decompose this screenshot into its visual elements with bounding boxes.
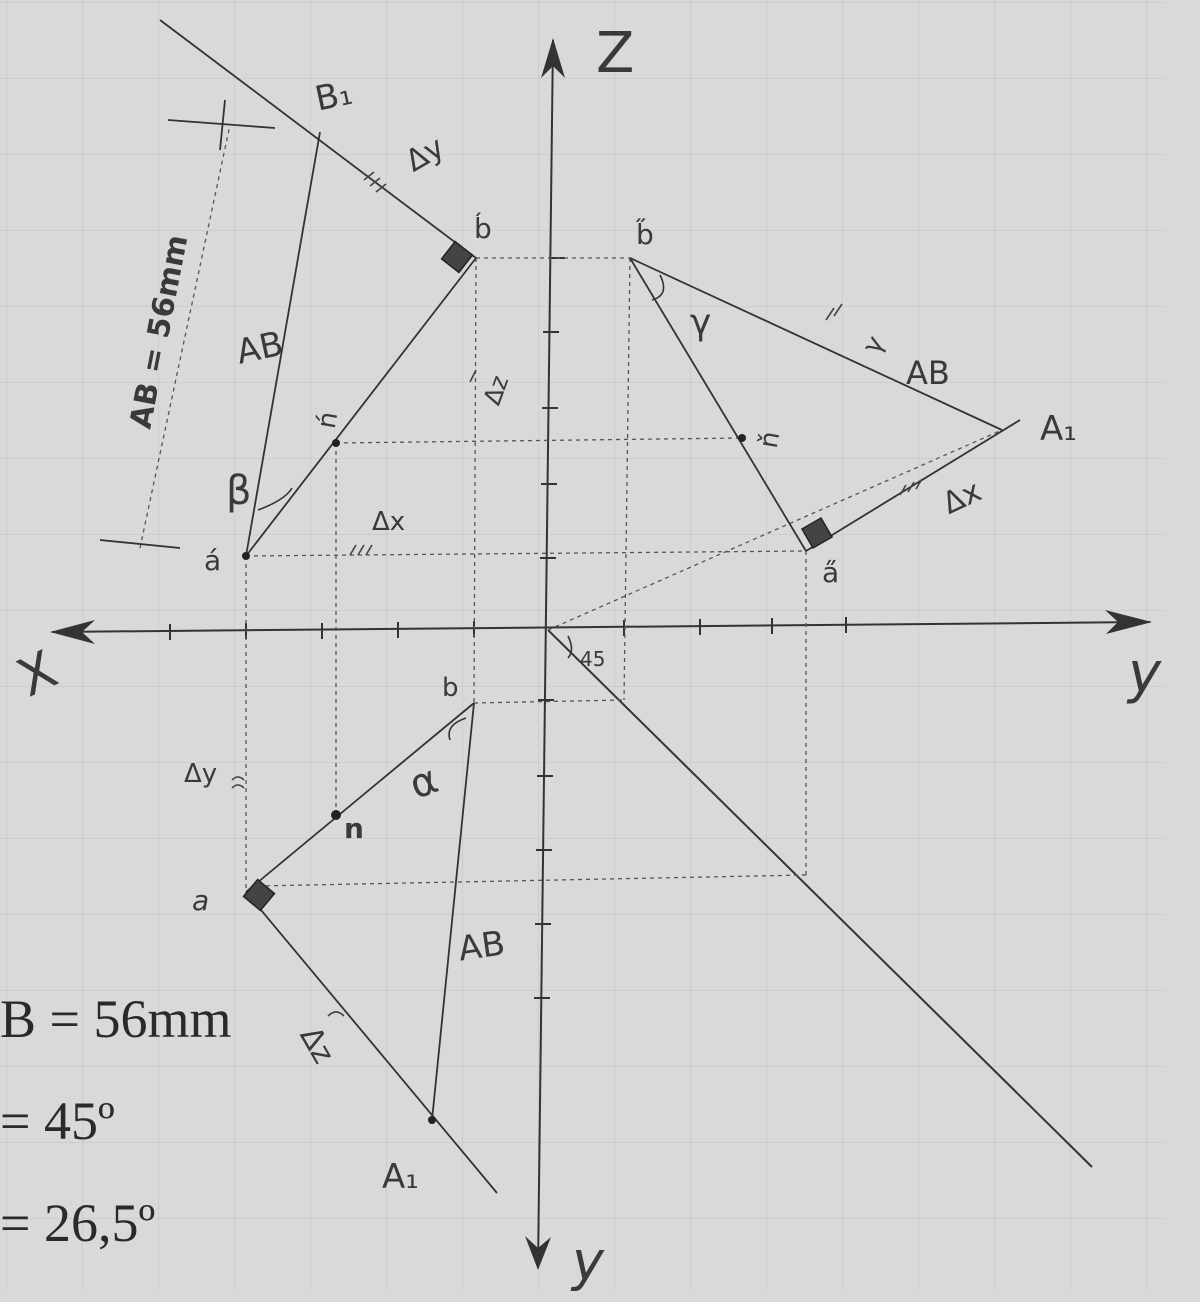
label-n-top: n <box>344 812 364 845</box>
label-AB-side: AB <box>906 354 950 392</box>
point-n-top <box>331 810 341 820</box>
z-y-vertical-axis <box>537 39 554 1269</box>
label-A1-top: A₁ <box>382 1157 419 1197</box>
right-angle-mark-side <box>800 516 834 550</box>
right-angle-mark-top <box>242 878 276 912</box>
label-a-top: a <box>192 884 209 917</box>
x-arrow-icon <box>50 620 95 644</box>
segment-ab-front <box>245 257 477 557</box>
label-AB-front: AB <box>233 324 287 373</box>
label-AB-top: AB <box>456 923 508 969</box>
axis-label-y-right: y <box>1126 641 1162 706</box>
point-A1-top <box>428 1116 436 1124</box>
angle-arc-alpha <box>448 717 467 741</box>
label-a-side: a̋ <box>822 556 839 589</box>
z-arrow-icon <box>541 38 565 78</box>
label-beta: β <box>226 468 252 514</box>
true-length-bA1-top <box>431 702 475 1121</box>
right-angle-mark-front <box>440 240 474 274</box>
label-dx-front: Δx <box>372 507 405 537</box>
point-n-side <box>738 434 746 442</box>
y-down-arrow-icon <box>525 1236 551 1270</box>
label-b-side: b̋ <box>636 218 654 251</box>
label-dy-top: Δy <box>184 759 217 789</box>
point-n-front <box>332 439 340 447</box>
label-n-side: ň <box>754 429 786 450</box>
angle-arc-gamma <box>651 274 665 301</box>
y-arrow-icon <box>1105 610 1152 634</box>
angle-arc-beta <box>257 487 293 511</box>
label-b-top: b <box>442 673 459 703</box>
result-line-3: = 26,5º <box>0 1193 156 1253</box>
axis-label-y-bottom: y <box>570 1230 605 1293</box>
point-a-front <box>242 552 250 560</box>
angle-arc-45 <box>567 635 573 659</box>
label-gamma: γ <box>690 302 711 343</box>
true-length-bA1-side <box>629 257 1003 431</box>
true-length-aB1 <box>245 131 321 557</box>
label-45: 45 <box>580 647 605 671</box>
result-line-1: B = 56mm <box>0 989 232 1049</box>
label-n-front: ń <box>312 409 344 430</box>
bisector-45-line <box>547 629 1093 1168</box>
label-a-front: á <box>204 544 221 577</box>
label-b-front: b́ <box>474 212 492 245</box>
label-B1: B₁ <box>312 73 356 120</box>
label-A1-side: A₁ <box>1040 409 1077 449</box>
line-a-A1-side <box>805 419 1021 552</box>
graph-grid <box>0 0 1165 1290</box>
segment-ab-side <box>629 257 807 552</box>
result-line-2: = 45º <box>0 1091 115 1151</box>
line-a-A1-top <box>245 891 498 1194</box>
axis-label-z: Z <box>596 21 634 86</box>
x-y-horizontal-axis <box>51 621 1151 633</box>
segment-ab-top <box>245 702 475 893</box>
